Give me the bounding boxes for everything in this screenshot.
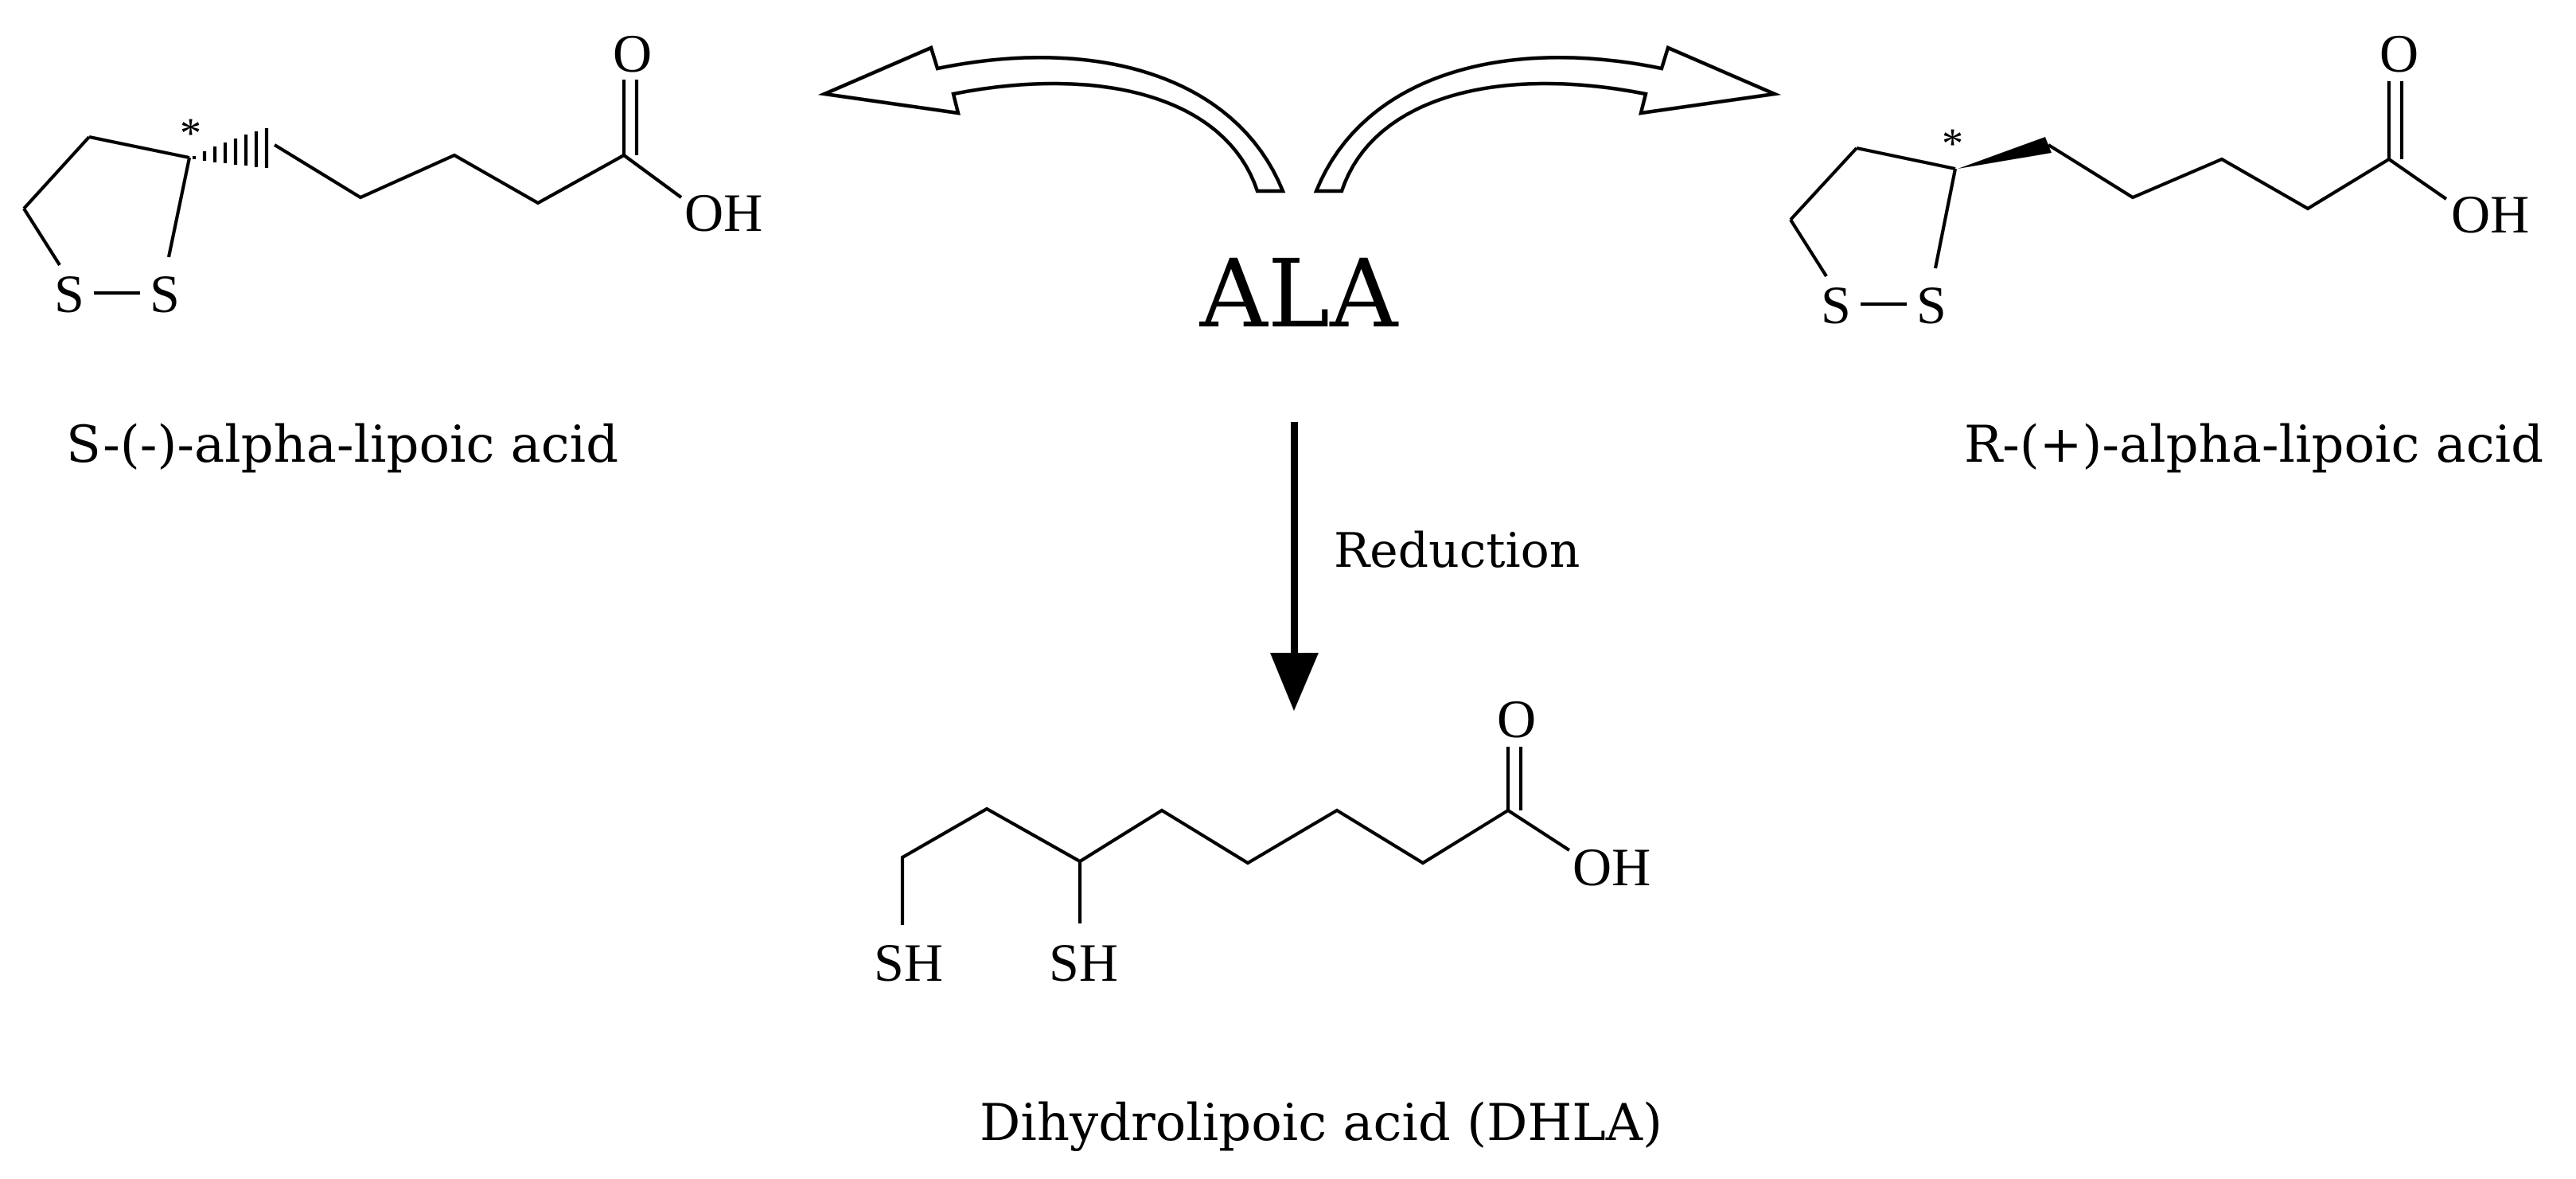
dhla-structure: SH SH O OH [874,689,1650,993]
left-curved-arrow [817,45,1286,193]
ring-bond [166,157,192,258]
hydroxyl-bond [1506,809,1571,852]
oxygen-atom: O [1497,689,1536,749]
carbon-chain [2047,143,2391,211]
right-curved-arrow [1313,45,1782,193]
hydroxyl-group: OH [2451,184,2529,244]
ring-bond [1789,146,1858,221]
s-alpha-lipoic-acid-caption: S-(-)-alpha-lipoic acid [66,416,618,474]
oxygen-atom: O [2379,23,2418,84]
sulfur-atom: S [54,264,84,324]
ala-label: ALA [1199,239,1400,349]
sulfur-atom: S [1821,275,1851,335]
solid-wedge-bond [1958,137,2052,169]
sulfur-atom: S [1916,275,1947,335]
hydroxyl-group: OH [684,182,762,243]
oxygen-atom: O [613,23,652,84]
hydroxyl-group: OH [1572,837,1650,897]
ring-bond [22,135,91,210]
hydroxyl-bond [2387,158,2448,201]
r-alpha-lipoic-acid-structure: S S O OH * [1789,23,2529,335]
reduction-label: Reduction [1334,523,1580,579]
ring-bond [88,135,190,160]
ring-bond [1789,218,1828,278]
ring-bond [1856,146,1956,171]
hashed-wedge-bond [192,128,269,168]
ring-bond [22,207,61,267]
sulfur-atom: S [150,264,180,324]
chiral-center-marker: * [180,109,201,157]
carbon-chain [900,806,1510,925]
r-alpha-lipoic-acid-caption: R-(+)-alpha-lipoic acid [1964,416,2543,474]
hydroxyl-bond [622,154,683,199]
reduction-arrow [1270,422,1319,711]
ring-bond [1933,168,1958,269]
chiral-center-marker: * [1942,119,1963,167]
thiol-group: SH [1049,932,1118,993]
thiol-group: SH [874,932,943,993]
s-alpha-lipoic-acid-structure: S S O OH * [22,23,762,324]
dhla-caption: Dihydrolipoic acid (DHLA) [980,1094,1662,1153]
carbon-chain [273,143,625,205]
